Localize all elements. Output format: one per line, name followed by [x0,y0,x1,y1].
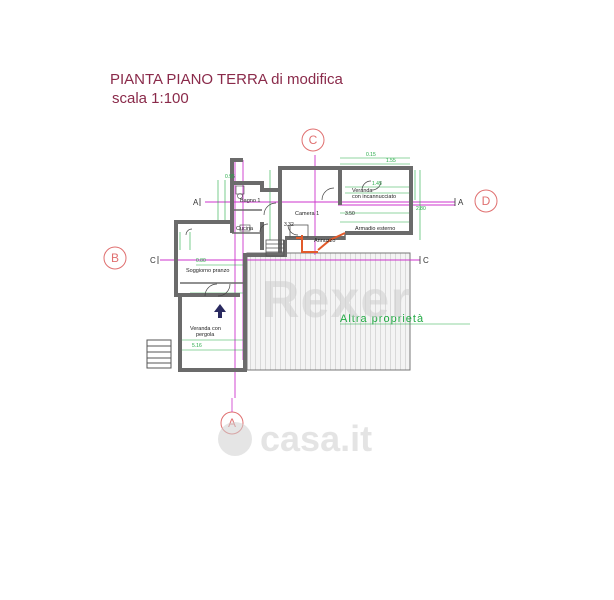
axis-c-marker [301,128,325,152]
internal-stairs [265,224,309,257]
room-label-bagno: Bagno 1 [240,198,261,204]
room-label-veranda-top-sub: con incannucciato [352,194,396,200]
fixtures [235,185,251,232]
section-mark-c-left: C [150,256,156,265]
axis-d-marker [474,189,498,213]
axis-b-label: B [111,251,119,265]
door-swings [185,180,382,297]
casa-logo-icon [218,422,252,456]
dim-label: 5.16 [192,343,202,349]
dim-label: 0.15 [366,152,376,158]
room-label-veranda-bottom-sub: pergola [196,332,215,338]
dim-label: 1.55 [386,158,396,164]
altra-proprieta-area [246,252,411,371]
axis-b-marker [103,246,127,270]
watermark-casa: casa.it [218,418,372,460]
dim-label: 0.95 [225,174,235,180]
section-marks [157,198,456,264]
section-mark-a-right: A [458,198,464,207]
watermark-casa-text: casa.it [260,418,373,459]
room-label-armadio: Armadio esterno [355,226,395,232]
room-label-ripostiglio: Annuzzo [314,238,335,244]
dim-label: 3.32 [284,222,294,228]
entry-arrow-icon [214,304,226,318]
dim-label: 0.80 [196,258,206,264]
altra-proprieta-label: Altra proprietà [340,313,424,325]
drawing-title: PIANTA PIANO TERRA di modifica scala 1:1… [110,70,343,108]
inner-walls [180,209,346,284]
room-label-veranda-top: Veranda [352,188,373,194]
axis-d-label: D [482,194,491,208]
scale-label: scala 1:100 [112,90,189,107]
room-label-veranda-bottom: Veranda con [190,326,221,332]
watermark-brand: Rexer [262,271,412,329]
section-mark-c-right: C [423,256,429,265]
dim-label: 2.80 [416,206,426,212]
title-line: PIANTA PIANO TERRA di modifica [110,71,343,88]
dim-label: 3.50 [345,211,355,217]
external-stairs [146,339,172,369]
room-label-soggiorno: Soggiorno pranzo [186,268,229,274]
room-label-camera: Camera 1 [295,211,319,217]
section-mark-a-left: A [193,198,199,207]
dim-label: 1.45 [372,181,382,187]
axis-c-label: C [309,133,318,147]
modification-walls [296,232,346,253]
room-label-cucina: Cucina [236,226,254,232]
